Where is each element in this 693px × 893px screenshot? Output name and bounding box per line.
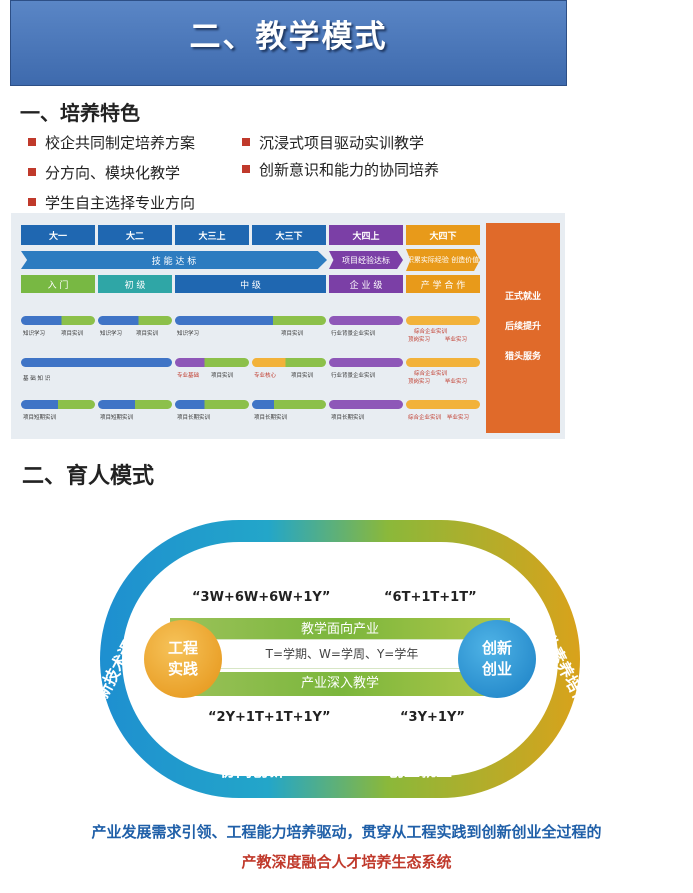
year-header: 大四上 <box>329 225 403 245</box>
year-header: 大二 <box>98 225 172 245</box>
formula: “2Y+1T+1T+1Y” <box>208 710 331 725</box>
bar-label: 毕业实习 <box>445 379 468 385</box>
ring-label: 实战实习 <box>388 544 453 563</box>
bar-label: 毕业实习 <box>447 415 470 421</box>
formula: “3Y+1Y” <box>400 710 465 725</box>
level-cell: 初 级 <box>98 275 172 293</box>
bullet-icon <box>28 168 36 176</box>
bullet-icon <box>28 138 36 146</box>
feature-item: 沉浸式项目驱动实训教学 <box>242 132 424 153</box>
bar <box>21 316 95 325</box>
caption-line-1: 产业发展需求引领、工程能力培养驱动，贯穿从工程实践到创新创业全过程的 <box>91 823 602 841</box>
bar-label: 知识学习 <box>23 331 46 337</box>
title-banner: 二、教学模式 <box>10 0 567 86</box>
stage-arrow: 积累实际经验 创造价值 <box>406 249 480 271</box>
year-header: 大一 <box>21 225 95 245</box>
bar <box>175 316 326 325</box>
bar-label: 专业核心 <box>254 373 277 379</box>
section-heading-features: 一、培养特色 <box>20 101 140 125</box>
bar-label: 毕业实习 <box>445 337 468 343</box>
bar <box>175 358 249 367</box>
bar <box>21 358 172 367</box>
bar-label: 行业背景企业实训 <box>331 373 376 379</box>
feature-item: 校企共同制定培养方案 <box>28 132 195 153</box>
bar <box>252 400 326 409</box>
bar <box>406 400 480 409</box>
bar-label: 项目实训 <box>291 373 314 379</box>
bar-label: 综合企业实训 <box>414 371 448 377</box>
level-cell: 产 学 合 作 <box>406 275 480 293</box>
bar <box>252 358 326 367</box>
stage-arrow: 技 能 达 标 <box>21 251 327 269</box>
bar-label: 项目实训 <box>61 331 84 337</box>
bullet-icon <box>242 138 250 146</box>
feature-item: 分方向、模块化教学 <box>28 162 180 183</box>
bar-label: 项目长期实训 <box>254 415 288 421</box>
legend-box: T=学期、W=学周、Y=学年 <box>212 639 472 669</box>
bullet-icon <box>242 165 250 173</box>
bar-label: 知识学习 <box>100 331 123 337</box>
year-header: 大三下 <box>252 225 326 245</box>
section-heading-model: 二、育人模式 <box>22 463 155 489</box>
bar-label: 基 础 知 识 <box>23 376 51 382</box>
bar <box>175 400 249 409</box>
bar-label: 行业背景企业实训 <box>331 331 376 337</box>
level-cell: 企 业 级 <box>329 275 403 293</box>
education-ring-diagram: 项目实训 实战实习 协同创新 创业就业 新技术课程 职业素养培育 “3W+6W+… <box>92 520 593 798</box>
bar <box>406 358 480 367</box>
bar-label: 项目短期实训 <box>23 415 57 421</box>
bar-label: 专业基础 <box>177 373 200 379</box>
bar <box>329 358 403 367</box>
stage-arrow: 项目经验达标 <box>329 251 403 269</box>
bar-label: 项目实训 <box>281 331 304 337</box>
employment-item: 猎头服务 <box>504 352 541 362</box>
bar <box>329 400 403 409</box>
feature-item: 学生自主选择专业方向 <box>28 192 195 213</box>
bar <box>406 316 480 325</box>
bar-label: 知识学习 <box>177 331 200 337</box>
ring-label: 协同创新 <box>220 761 285 780</box>
bar-label: 顶岗实习 <box>408 379 431 385</box>
page-title: 二、教学模式 <box>189 19 388 55</box>
bar-label: 顶岗实习 <box>408 337 431 343</box>
bar <box>98 316 172 325</box>
bar-label: 综合企业实训 <box>408 415 442 421</box>
feature-item: 创新意识和能力的协同培养 <box>242 159 439 180</box>
ring-label: 创业就业 <box>388 761 453 780</box>
circle-left: 工程实践 <box>144 620 222 698</box>
year-header: 大三上 <box>175 225 249 245</box>
employment-item: 正式就业 <box>504 292 541 302</box>
bar <box>21 400 95 409</box>
bar-label: 项目实训 <box>136 331 159 337</box>
training-schedule-diagram: 大一 大二 大三上 大三下 大四上 大四下 技 能 达 标 项目经验达标 积累实… <box>11 213 565 439</box>
level-cell: 入 门 <box>21 275 95 293</box>
circle-right: 创新创业 <box>458 620 536 698</box>
ring-label: 项目实训 <box>223 544 288 563</box>
employment-item: 后续提升 <box>504 322 541 332</box>
formula: “3W+6W+6W+1Y” <box>192 590 331 605</box>
bullet-icon <box>28 198 36 206</box>
employment-box: 正式就业 后续提升 猎头服务 <box>486 223 560 433</box>
formula: “6T+1T+1T” <box>384 590 477 605</box>
bar-label: 项目短期实训 <box>100 415 134 421</box>
level-cell: 中 级 <box>175 275 326 293</box>
caption-line-2: 产教深度融合人才培养生态系统 <box>241 853 452 871</box>
band-top: 教学面向产业 <box>170 618 510 642</box>
bar-label: 综合企业实训 <box>414 329 448 335</box>
bar-label: 项目长期实训 <box>177 415 211 421</box>
year-header: 大四下 <box>406 225 480 245</box>
bar-label: 项目实训 <box>211 373 234 379</box>
band-bottom: 产业深入教学 <box>170 672 510 696</box>
bar <box>98 400 172 409</box>
bar-label: 项目长期实训 <box>331 415 365 421</box>
bar <box>329 316 403 325</box>
